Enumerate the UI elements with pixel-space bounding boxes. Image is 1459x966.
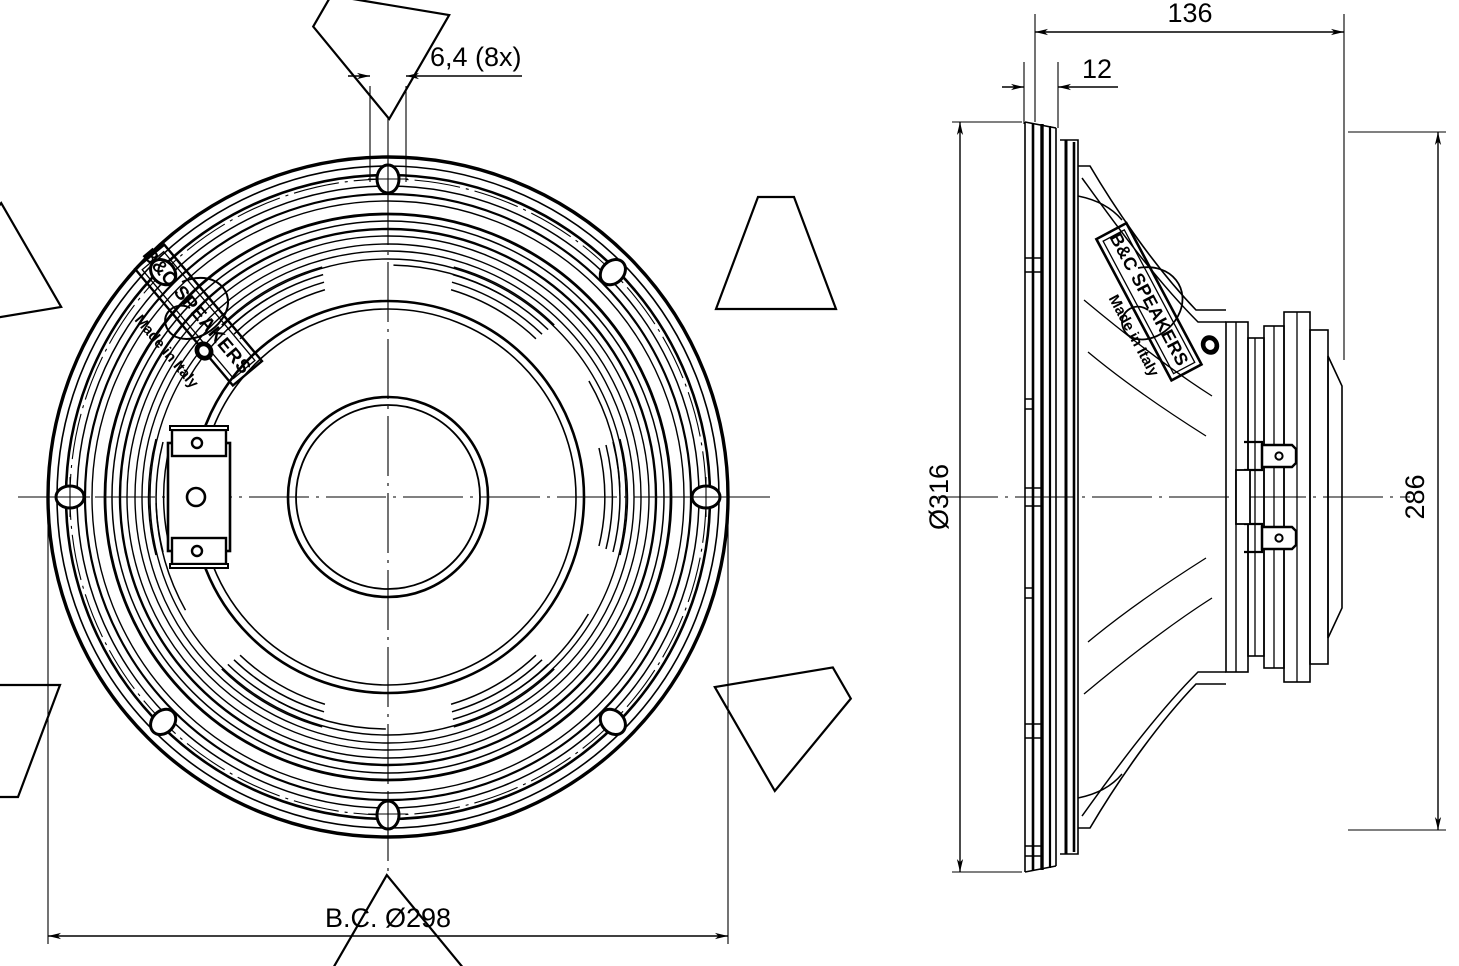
front-brand-swirl (164, 276, 230, 340)
front-branding-plate (133, 242, 264, 388)
dust-cap (286, 395, 490, 599)
dim-flange-thickness (1002, 62, 1118, 128)
front-brand-emblem (194, 341, 214, 361)
front-sector-details (147, 266, 629, 728)
side-flange (1024, 121, 1057, 873)
dim-outer-diameter (952, 121, 1022, 873)
front-cone-rings (103, 212, 673, 782)
dim-hole-diameter (348, 72, 522, 182)
dim-flange-thickness-text: 12 (1082, 54, 1112, 84)
dim-bolt-circle (47, 520, 729, 944)
side-view: B&C SPEAKERS Made in Italy 136 (924, 0, 1446, 873)
side-basket (1060, 139, 1226, 855)
dim-magnet-height (1348, 131, 1446, 831)
front-centerlines (18, 108, 770, 888)
front-spokes (0, 0, 853, 966)
side-brand-emblem (1200, 335, 1220, 355)
dim-bolt-circle-text: B.C. Ø298 (325, 903, 451, 933)
hole-centermarks (50, 160, 726, 834)
dim-hole-diameter-text: 6,4 (8x) (430, 42, 522, 72)
dim-outer-diameter-text: Ø316 (924, 464, 954, 530)
dim-depth-text: 136 (1167, 0, 1212, 28)
dim-depth (1034, 14, 1345, 360)
dim-magnet-height-text: 286 (1400, 474, 1430, 519)
front-view: B&C SPEAKERS Made in Italy 6,4 (8x) (0, 0, 853, 966)
side-brand-swirl (1121, 266, 1184, 341)
front-cone-panels (155, 264, 621, 730)
side-terminals (1235, 440, 1298, 554)
front-origin-label: Made in Italy (131, 312, 202, 392)
terminal-block (166, 425, 232, 569)
side-magnet-assembly (1225, 311, 1343, 683)
